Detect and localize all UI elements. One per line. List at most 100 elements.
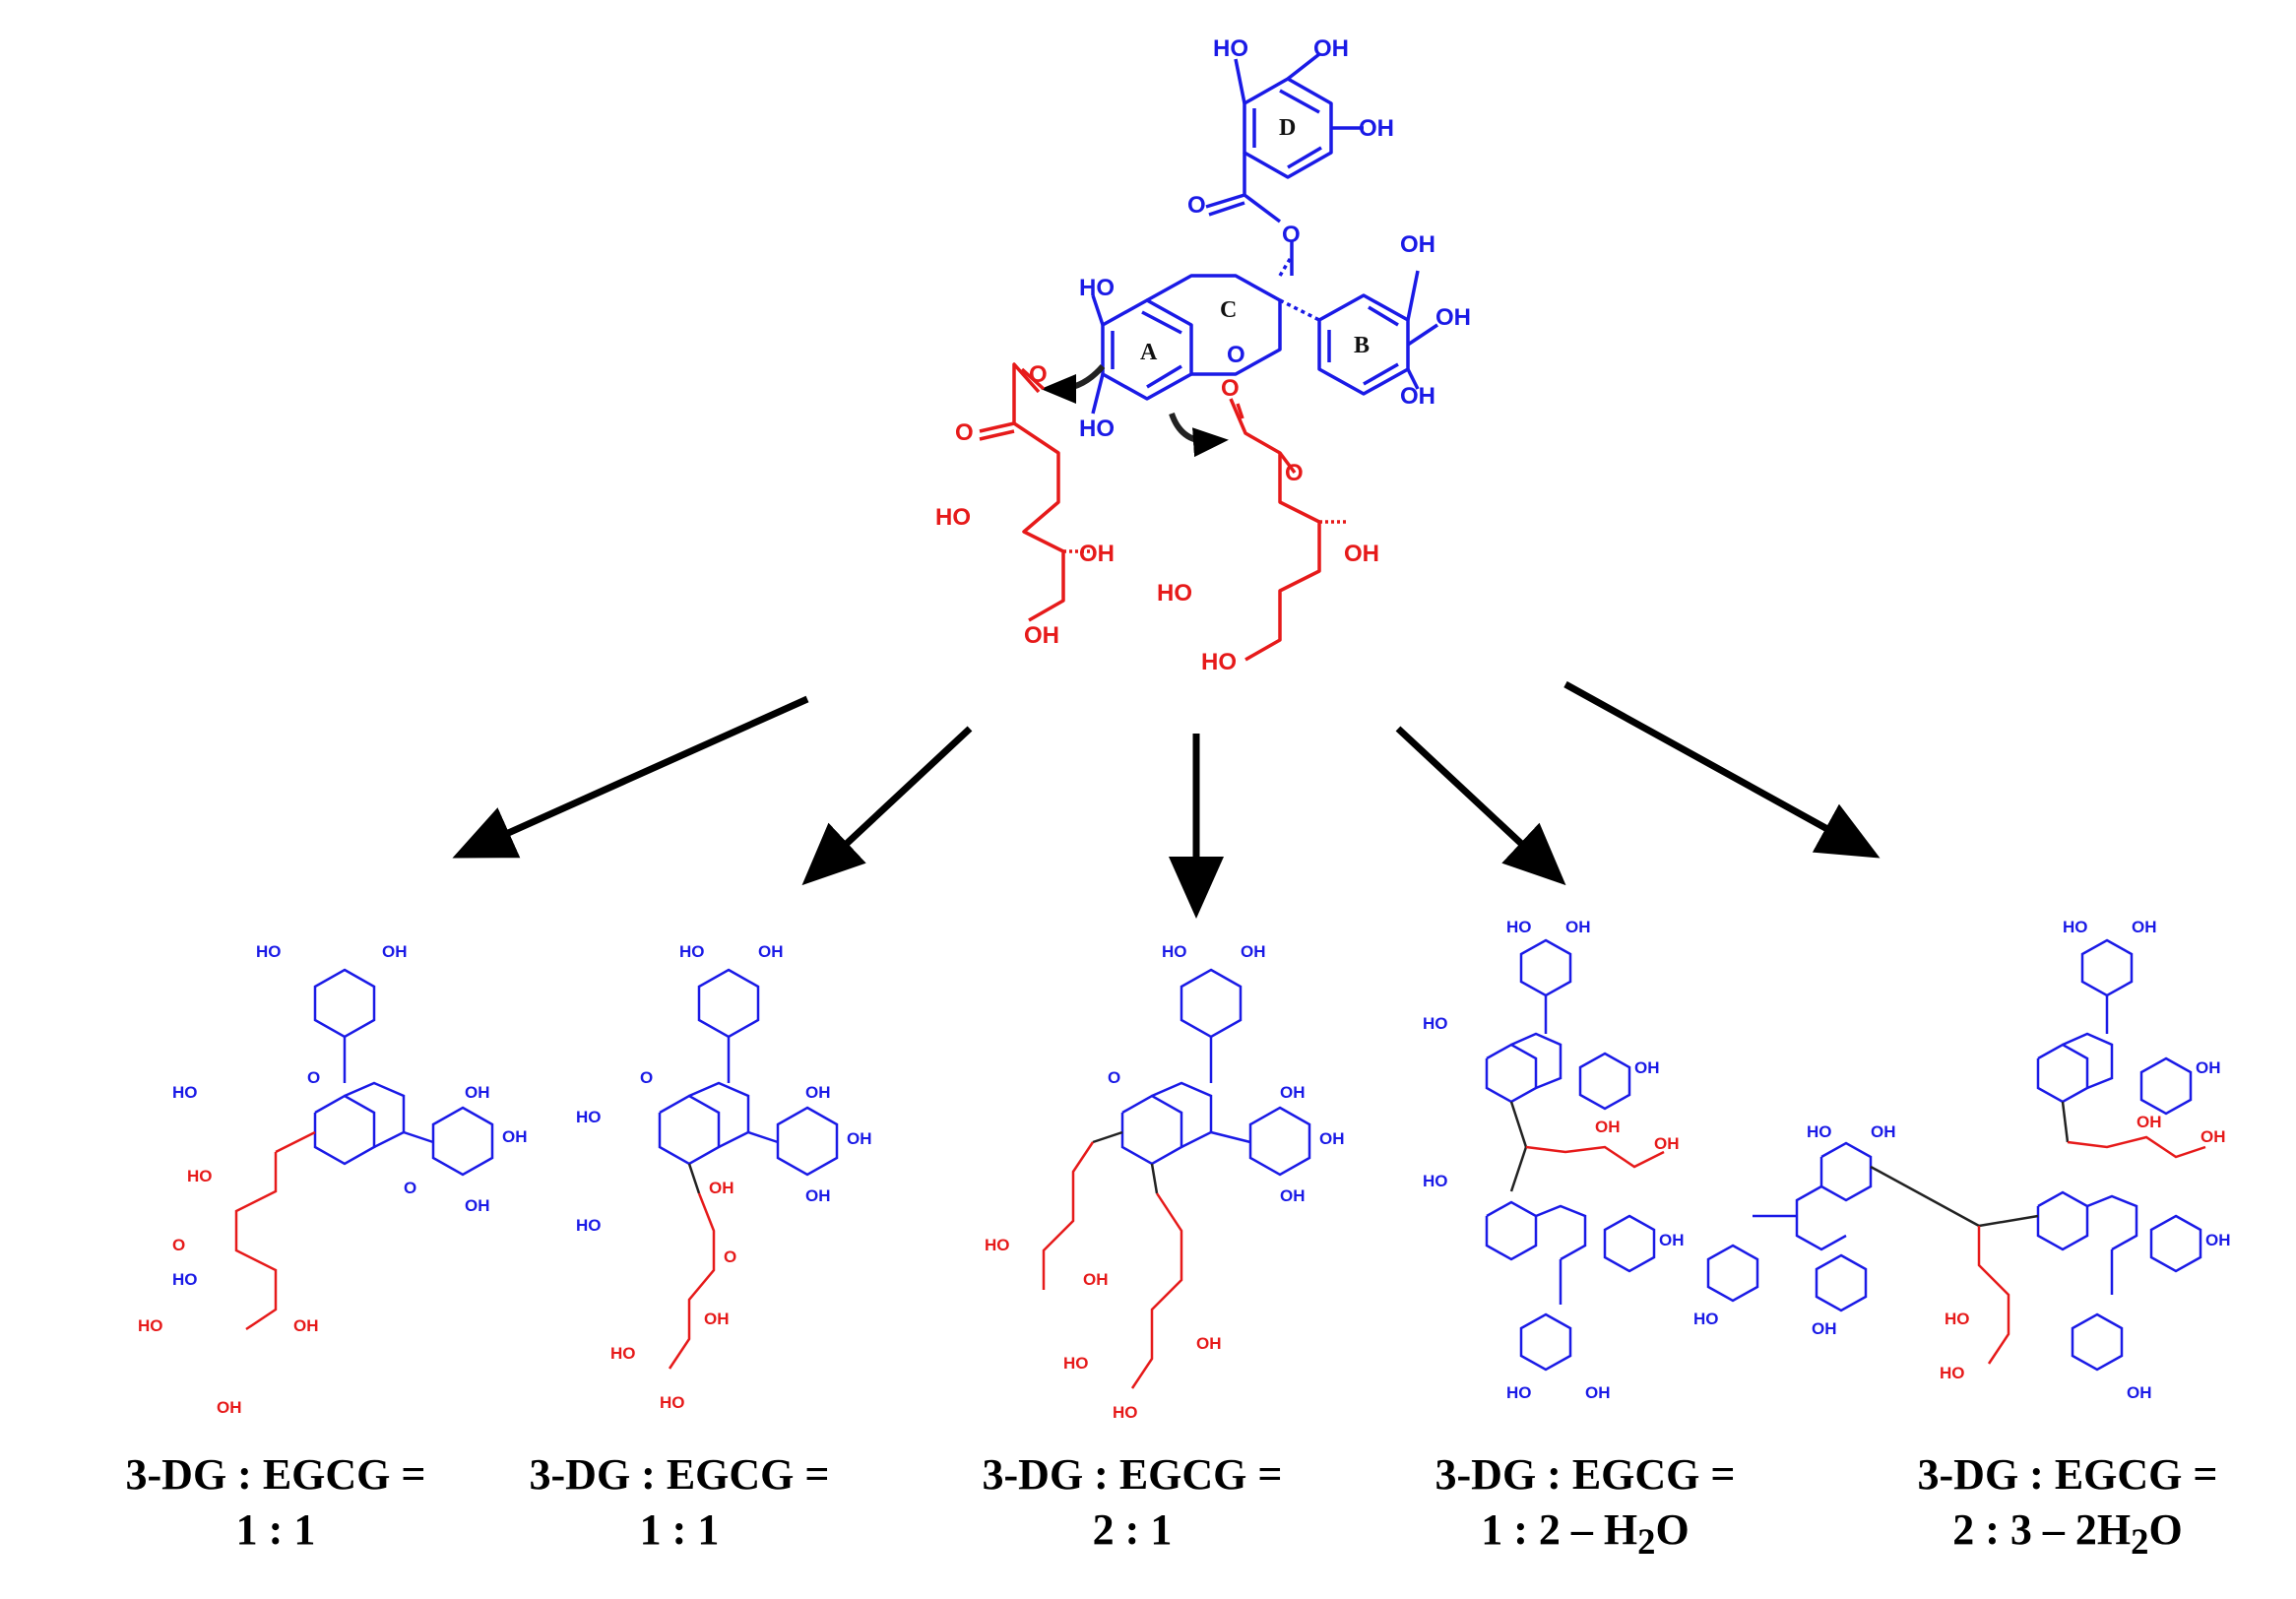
atom-label: HO [256,942,282,961]
atom-label: OH [1280,1186,1306,1205]
atom-label: HO [138,1316,163,1335]
atom-label: HO [1423,1014,1448,1033]
atom-label: OH [1079,541,1115,567]
atom-label: HO [172,1270,198,1289]
atom-label: OH [805,1083,831,1102]
atom-label: HO [187,1167,213,1185]
product-1-caption: 3-DG : EGCG = 1 : 1 [79,1447,473,1558]
atom-label: HO [576,1216,602,1235]
atom-label: O [724,1247,736,1266]
atom-label: OH [1024,622,1059,649]
atom-label: O [1029,361,1048,388]
product-2-caption: 3-DG : EGCG = 1 : 1 [482,1447,876,1558]
atom-label: OH [704,1310,730,1328]
atom-label: OH [2196,1058,2221,1077]
atom-label: HO [1079,275,1115,301]
atom-label: OH [2127,1383,2152,1402]
product-5-caption: 3-DG : EGCG = 2 : 3 – 2H2O [1871,1447,2264,1569]
atom-label: HO [1157,580,1192,607]
caption-line-1: 3-DG : EGCG = [1435,1450,1736,1499]
product-3-structure: HO OH O OH OH OH HO OH OH HO HO [985,942,1345,1422]
caption-ratio: 2 : 1 [1092,1505,1173,1554]
ring-label-d: D [1279,115,1296,141]
caption-ratio: 1 : 2 – H [1481,1505,1638,1554]
atom-label: OH [465,1083,490,1102]
dg-structure-right: O O OH HO HO [1157,375,1379,675]
atom-label: HO [172,1083,198,1102]
atom-label: OH [709,1179,734,1197]
atom-label: OH [465,1196,490,1215]
atom-label: O [1187,192,1206,219]
caption-tail: O [2148,1505,2183,1554]
product-1-structure: HO OH O O HO HO OH OH OH HO O HO OH OH [138,942,528,1417]
atom-label: HO [660,1393,685,1412]
atom-label: OH [2200,1127,2226,1146]
product-2-structure: HO OH O HO HO OH OH OH OH O OH HO HO [576,942,872,1412]
atom-label: O [307,1068,320,1087]
caption-tail: O [1655,1505,1690,1554]
atom-label: HO [1213,35,1248,62]
atom-label: O [1221,375,1240,402]
atom-label: HO [1063,1354,1089,1373]
atom-label: HO [1940,1364,1965,1382]
atom-label: O [1285,460,1304,486]
atom-label: HO [1945,1310,1970,1328]
egcg-structure: HO OH OH O O HO HO O OH OH OH D C A B [1079,35,1471,442]
atom-label: OH [1359,115,1394,142]
caption-line-1: 3-DG : EGCG = [1917,1450,2218,1499]
atom-label: OH [1344,541,1379,567]
ring-label-c: C [1220,297,1237,323]
atom-label: HO [1506,1383,1532,1402]
arrow-to-product-2 [801,726,973,886]
atom-label: HO [576,1108,602,1126]
atom-label: OH [2137,1113,2162,1131]
atom-label: O [172,1236,185,1254]
caption-ratio: 1 : 1 [639,1505,720,1554]
atom-label: HO [1693,1310,1719,1328]
ring-label-b: B [1354,333,1370,358]
atom-label: O [1108,1068,1120,1087]
atom-label: OH [1241,942,1266,961]
atom-label: HO [1162,942,1187,961]
atom-label: OH [1871,1122,1896,1141]
caption-ratio: 2 : 3 – 2H [1952,1505,2132,1554]
arrow-to-product-1 [452,695,809,859]
product-5-structure: HO OH OH OH OH HO OH HO OH OH OH HO HO [1693,918,2231,1402]
atom-label: OH [1565,918,1591,936]
atom-label: O [1282,222,1301,248]
atom-label: HO [1201,649,1237,675]
atom-label: HO [1113,1403,1138,1422]
atom-label: HO [610,1344,636,1363]
atom-label: OH [1400,231,1435,258]
atom-label: OH [1812,1319,1837,1338]
atom-label: HO [679,942,705,961]
attack-arrow-left [1041,363,1106,404]
atom-label: OH [758,942,784,961]
attack-arrow-right [1169,412,1229,458]
atom-label: O [640,1068,653,1087]
atom-label: HO [985,1236,1010,1254]
atom-label: OH [847,1129,872,1148]
caption-subscript: 2 [2131,1520,2149,1562]
atom-label: OH [1435,304,1471,331]
product-4-caption: 3-DG : EGCG = 1 : 2 – H2O [1388,1447,1782,1569]
atom-label: O [955,419,974,446]
arrow-to-product-4 [1395,726,1566,886]
atom-label: OH [1196,1334,1222,1353]
atom-label: HO [1807,1122,1832,1141]
atom-label: O [1227,342,1245,368]
atom-label: OH [1280,1083,1306,1102]
atom-label: OH [1083,1270,1109,1289]
atom-label: OH [1659,1231,1685,1249]
atom-label: OH [382,942,408,961]
atom-label: OH [1313,35,1349,62]
caption-line-1: 3-DG : EGCG = [982,1450,1283,1499]
atom-label: OH [502,1127,528,1146]
atom-label: O [404,1179,416,1197]
caption-line-1: 3-DG : EGCG = [529,1450,830,1499]
atom-label: OH [2205,1231,2231,1249]
atom-label: OH [1585,1383,1611,1402]
caption-subscript: 2 [1637,1520,1656,1562]
ring-label-a: A [1140,340,1158,365]
